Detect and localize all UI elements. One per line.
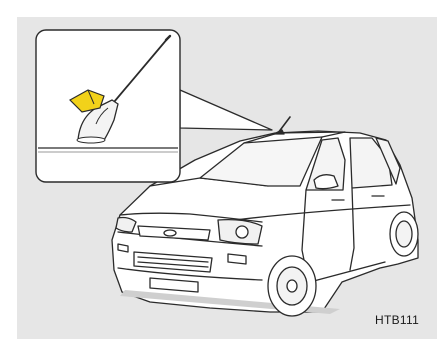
figure-code-label: HTB111 — [375, 313, 419, 327]
fog-light-right — [228, 254, 246, 264]
fog-light-left — [118, 244, 128, 252]
side-mirror — [314, 175, 338, 189]
headlight-lens-right — [236, 226, 248, 238]
emblem — [164, 230, 176, 236]
front-wheel-hub — [287, 280, 297, 292]
antenna-base-foot — [77, 137, 105, 143]
antenna-callout — [36, 30, 180, 182]
headlight-left — [116, 218, 136, 233]
rear-wheel-rim — [396, 221, 412, 247]
callout-connector — [180, 90, 272, 130]
